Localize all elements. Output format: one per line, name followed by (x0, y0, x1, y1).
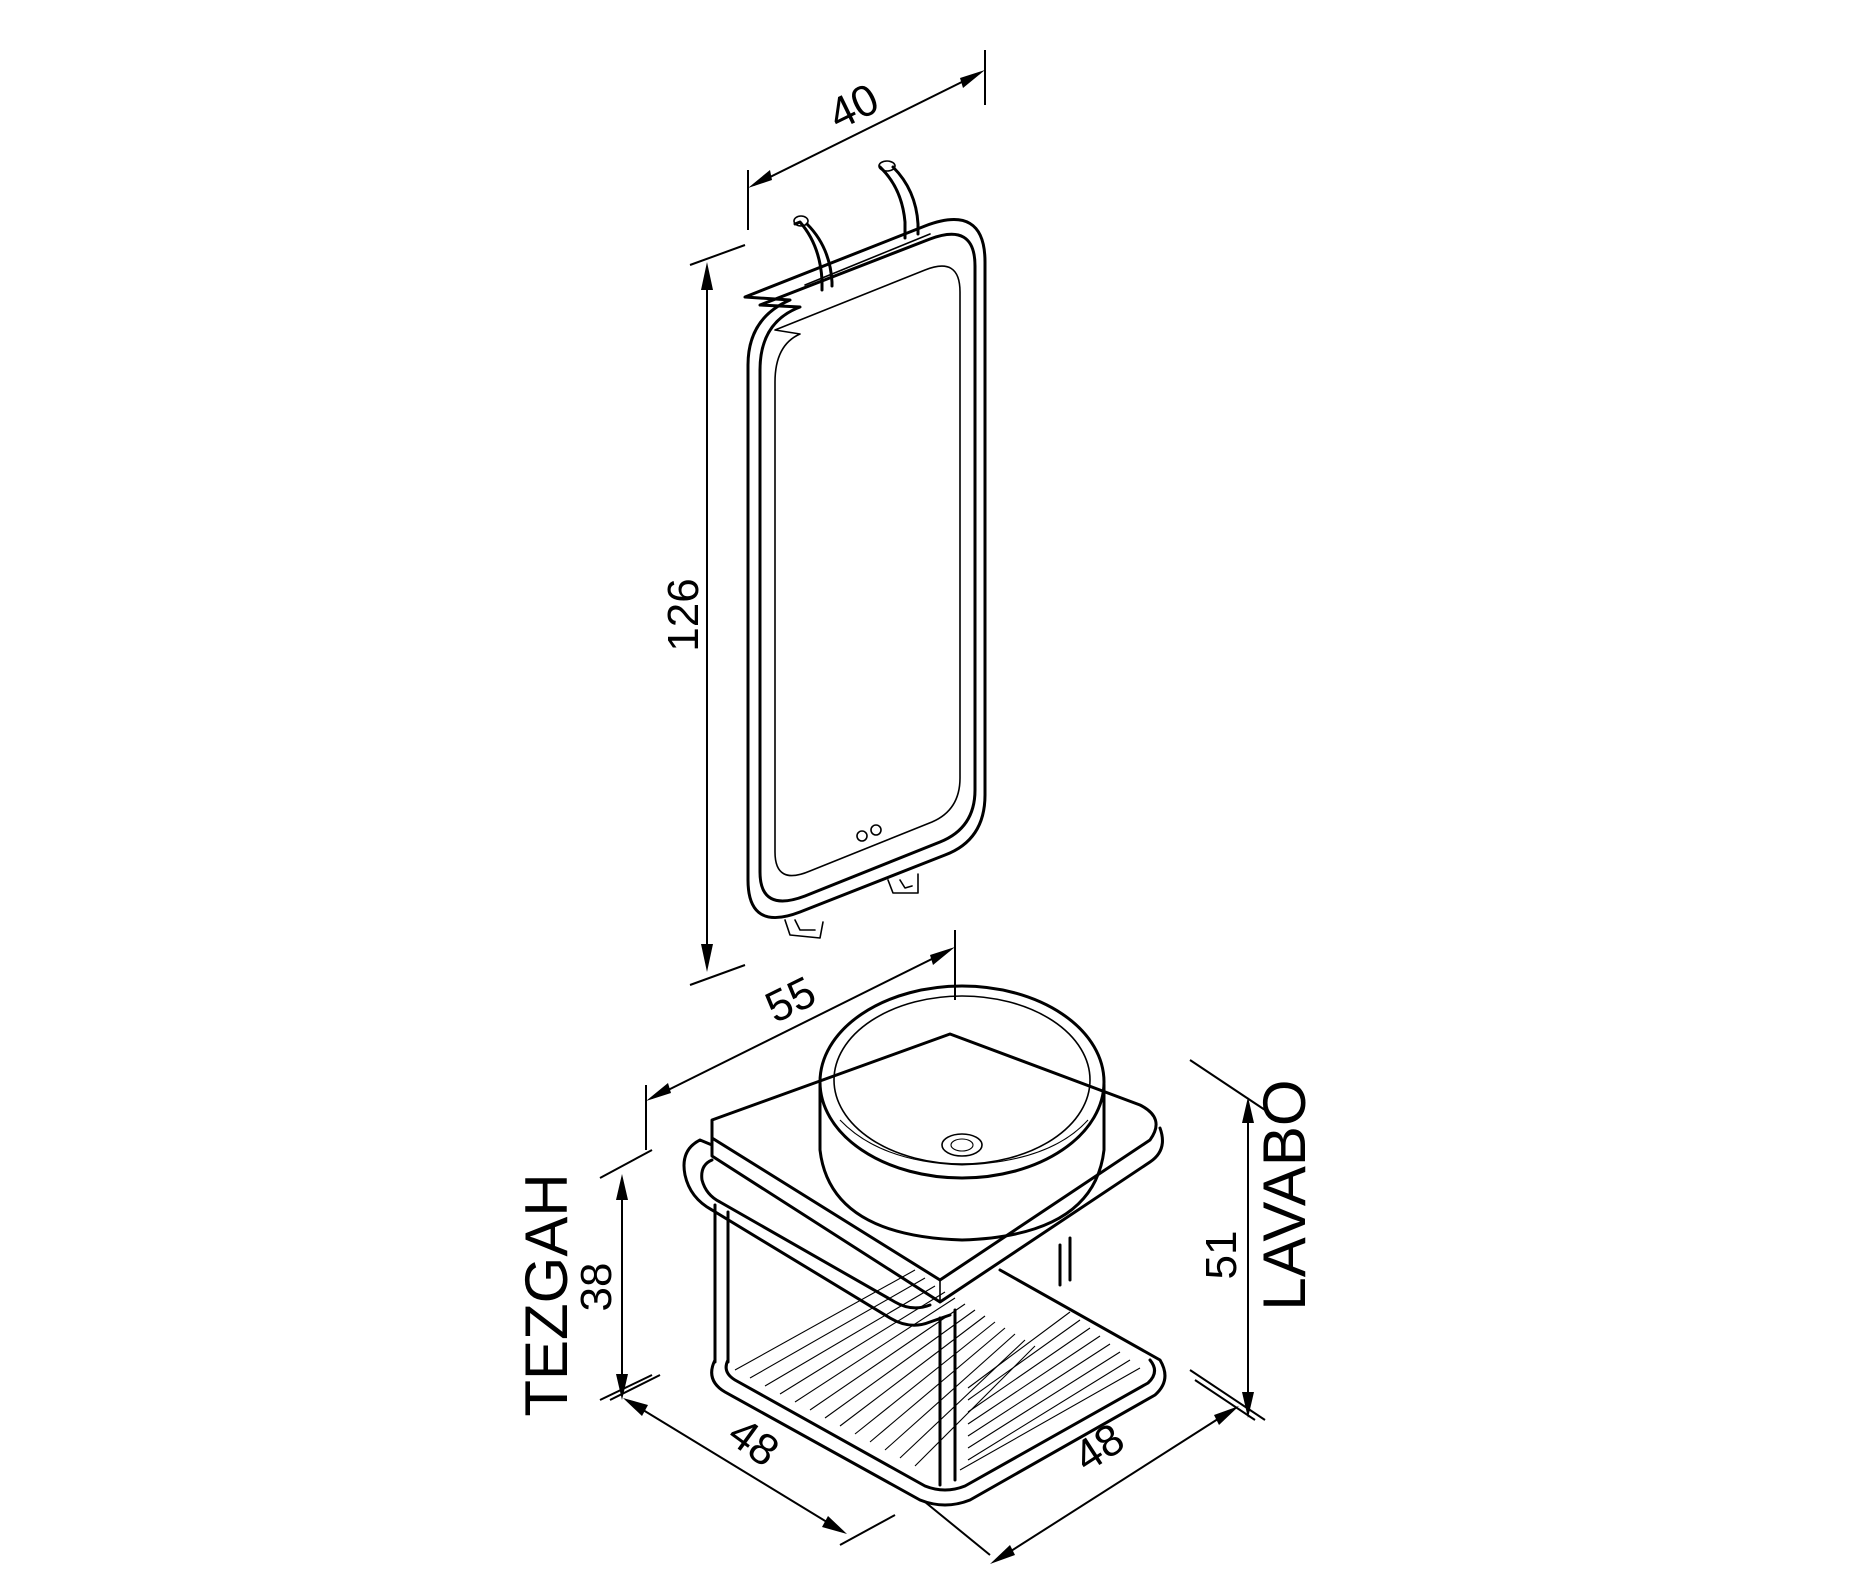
label-mirror-width: 40 (821, 74, 886, 140)
mirror-bracket-right (887, 873, 919, 894)
mirror-bracket-left (784, 919, 824, 939)
label-mirror-height: 126 (659, 578, 708, 651)
mirror-switch-left (856, 830, 868, 842)
basin-body (818, 1083, 1106, 1242)
basin-rim-outer (818, 984, 1106, 1180)
mirror-right-hook-b (891, 165, 920, 236)
mirror-right-hook-cap (878, 160, 896, 172)
label-sink: LAVABO (1251, 1079, 1318, 1310)
mirror-right-hook (878, 165, 907, 240)
countertop-top (710, 1032, 1158, 1282)
mirror-glass (774, 265, 961, 877)
dim-line-top-width (651, 949, 951, 1099)
vanity (682, 984, 1167, 1507)
label-counter: TEZGAH (513, 1173, 580, 1416)
basin-rim-inner (833, 995, 1091, 1165)
dimension-lines (599, 50, 1266, 1564)
mirror (743, 160, 987, 939)
mirror-top-edge (804, 233, 931, 286)
dim-line-mirror-width (753, 72, 981, 186)
frame-bottom-loop (710, 1268, 1167, 1507)
mirror-frame-outer (743, 218, 987, 920)
mirror-frame-inner (758, 232, 977, 903)
label-counter-height: 38 (572, 1263, 621, 1312)
label-depth-left: 48 (719, 1408, 787, 1476)
mirror-left-hook-cap (793, 215, 809, 227)
mirror-left-hook (793, 220, 824, 292)
dim-line-depth-right (996, 1409, 1233, 1561)
shelf-slats (734, 1269, 1141, 1471)
part-labels: TEZGAH LAVABO (513, 1079, 1318, 1416)
dimension-labels: 40 126 55 38 51 48 48 (572, 74, 1246, 1482)
dim-line-depth-left (629, 1401, 841, 1531)
mirror-switch-right (870, 824, 882, 836)
countertop-edge (710, 1126, 1164, 1304)
basin-drain (941, 1133, 983, 1157)
frame-towel-bar (682, 1138, 952, 1327)
mirror-left-hook-b (805, 222, 834, 288)
label-sink-height: 51 (1197, 1231, 1246, 1280)
label-top-width: 55 (758, 967, 823, 1033)
